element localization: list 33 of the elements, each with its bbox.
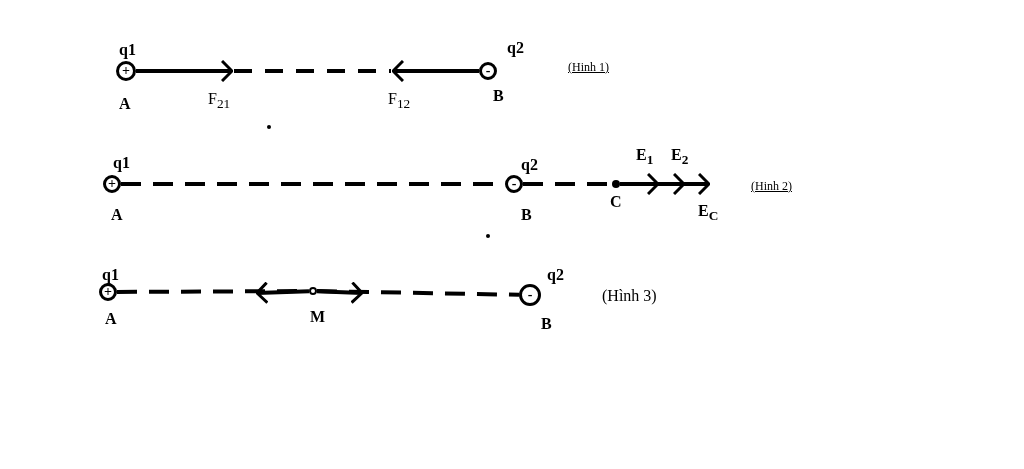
point-label: B <box>541 316 552 332</box>
point-label: q1 <box>119 42 136 58</box>
charge-sign: - <box>527 288 533 302</box>
dashed-line <box>316 289 520 297</box>
point-label: q2 <box>507 40 524 56</box>
arrow <box>136 59 234 83</box>
point-label: q2 <box>521 157 538 173</box>
point-label: A <box>105 311 117 327</box>
point-label: q1 <box>113 155 130 171</box>
point-label: A <box>111 207 123 223</box>
point-label: q2 <box>547 267 564 283</box>
figure-caption: (Hinh 2) <box>751 180 792 192</box>
vector-label: E$_{2}$ <box>671 147 689 167</box>
charge-sign: + <box>108 177 116 191</box>
vector-label: F$_{12}$ <box>388 91 411 111</box>
vector-label: E$_{C}$ <box>698 203 719 223</box>
vector-label: F$_{21}$ <box>208 91 231 111</box>
vector-label: E$_{1}$ <box>636 147 654 167</box>
point-label: q1 <box>102 267 119 283</box>
point-label: C <box>610 194 622 210</box>
figure-caption: (Hinh 1) <box>568 61 609 73</box>
charge-sign: - <box>511 177 517 191</box>
charge-sign: + <box>122 64 130 78</box>
point-label: M <box>310 309 326 325</box>
charge-sign: + <box>104 285 112 299</box>
figure-caption: (Hình 3) <box>602 288 657 304</box>
arrow <box>391 59 479 83</box>
point-label: B <box>493 88 504 104</box>
point-label: A <box>119 96 131 112</box>
point-label: B <box>521 207 532 223</box>
arrow <box>255 281 310 305</box>
arrow <box>620 172 711 196</box>
charge-sign: - <box>485 64 491 78</box>
